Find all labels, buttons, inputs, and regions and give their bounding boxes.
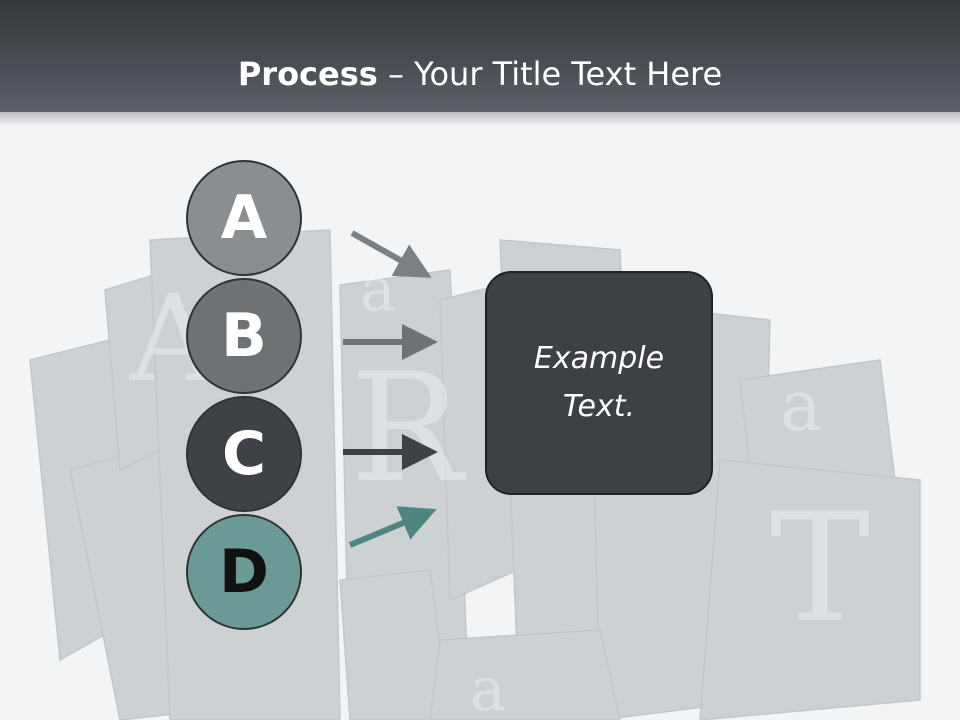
slide-title-rest: – Your Title Text Here [387, 55, 723, 93]
svg-text:a: a [780, 365, 822, 447]
step-circle-c: C [186, 396, 302, 512]
arrow-d [348, 506, 437, 548]
arrow-a [350, 230, 432, 278]
step-letter-d: D [219, 537, 269, 607]
example-text-box: Example Text. [485, 271, 713, 495]
step-letter-a: A [220, 183, 268, 253]
step-circle-a: A [186, 160, 302, 276]
slide-title: Process – Your Title Text Here [0, 52, 960, 96]
title-bar [0, 0, 960, 126]
step-circle-d: D [186, 514, 302, 630]
svg-text:a: a [470, 655, 506, 720]
step-circle-b: B [186, 278, 302, 394]
svg-text:T: T [770, 482, 870, 656]
svg-text:a: a [360, 255, 396, 325]
example-text: Example Text. [533, 341, 665, 424]
step-letter-b: B [221, 301, 267, 371]
step-letter-c: C [221, 419, 267, 489]
svg-text:R: R [350, 342, 467, 516]
slide-title-bold: Process [237, 55, 378, 93]
